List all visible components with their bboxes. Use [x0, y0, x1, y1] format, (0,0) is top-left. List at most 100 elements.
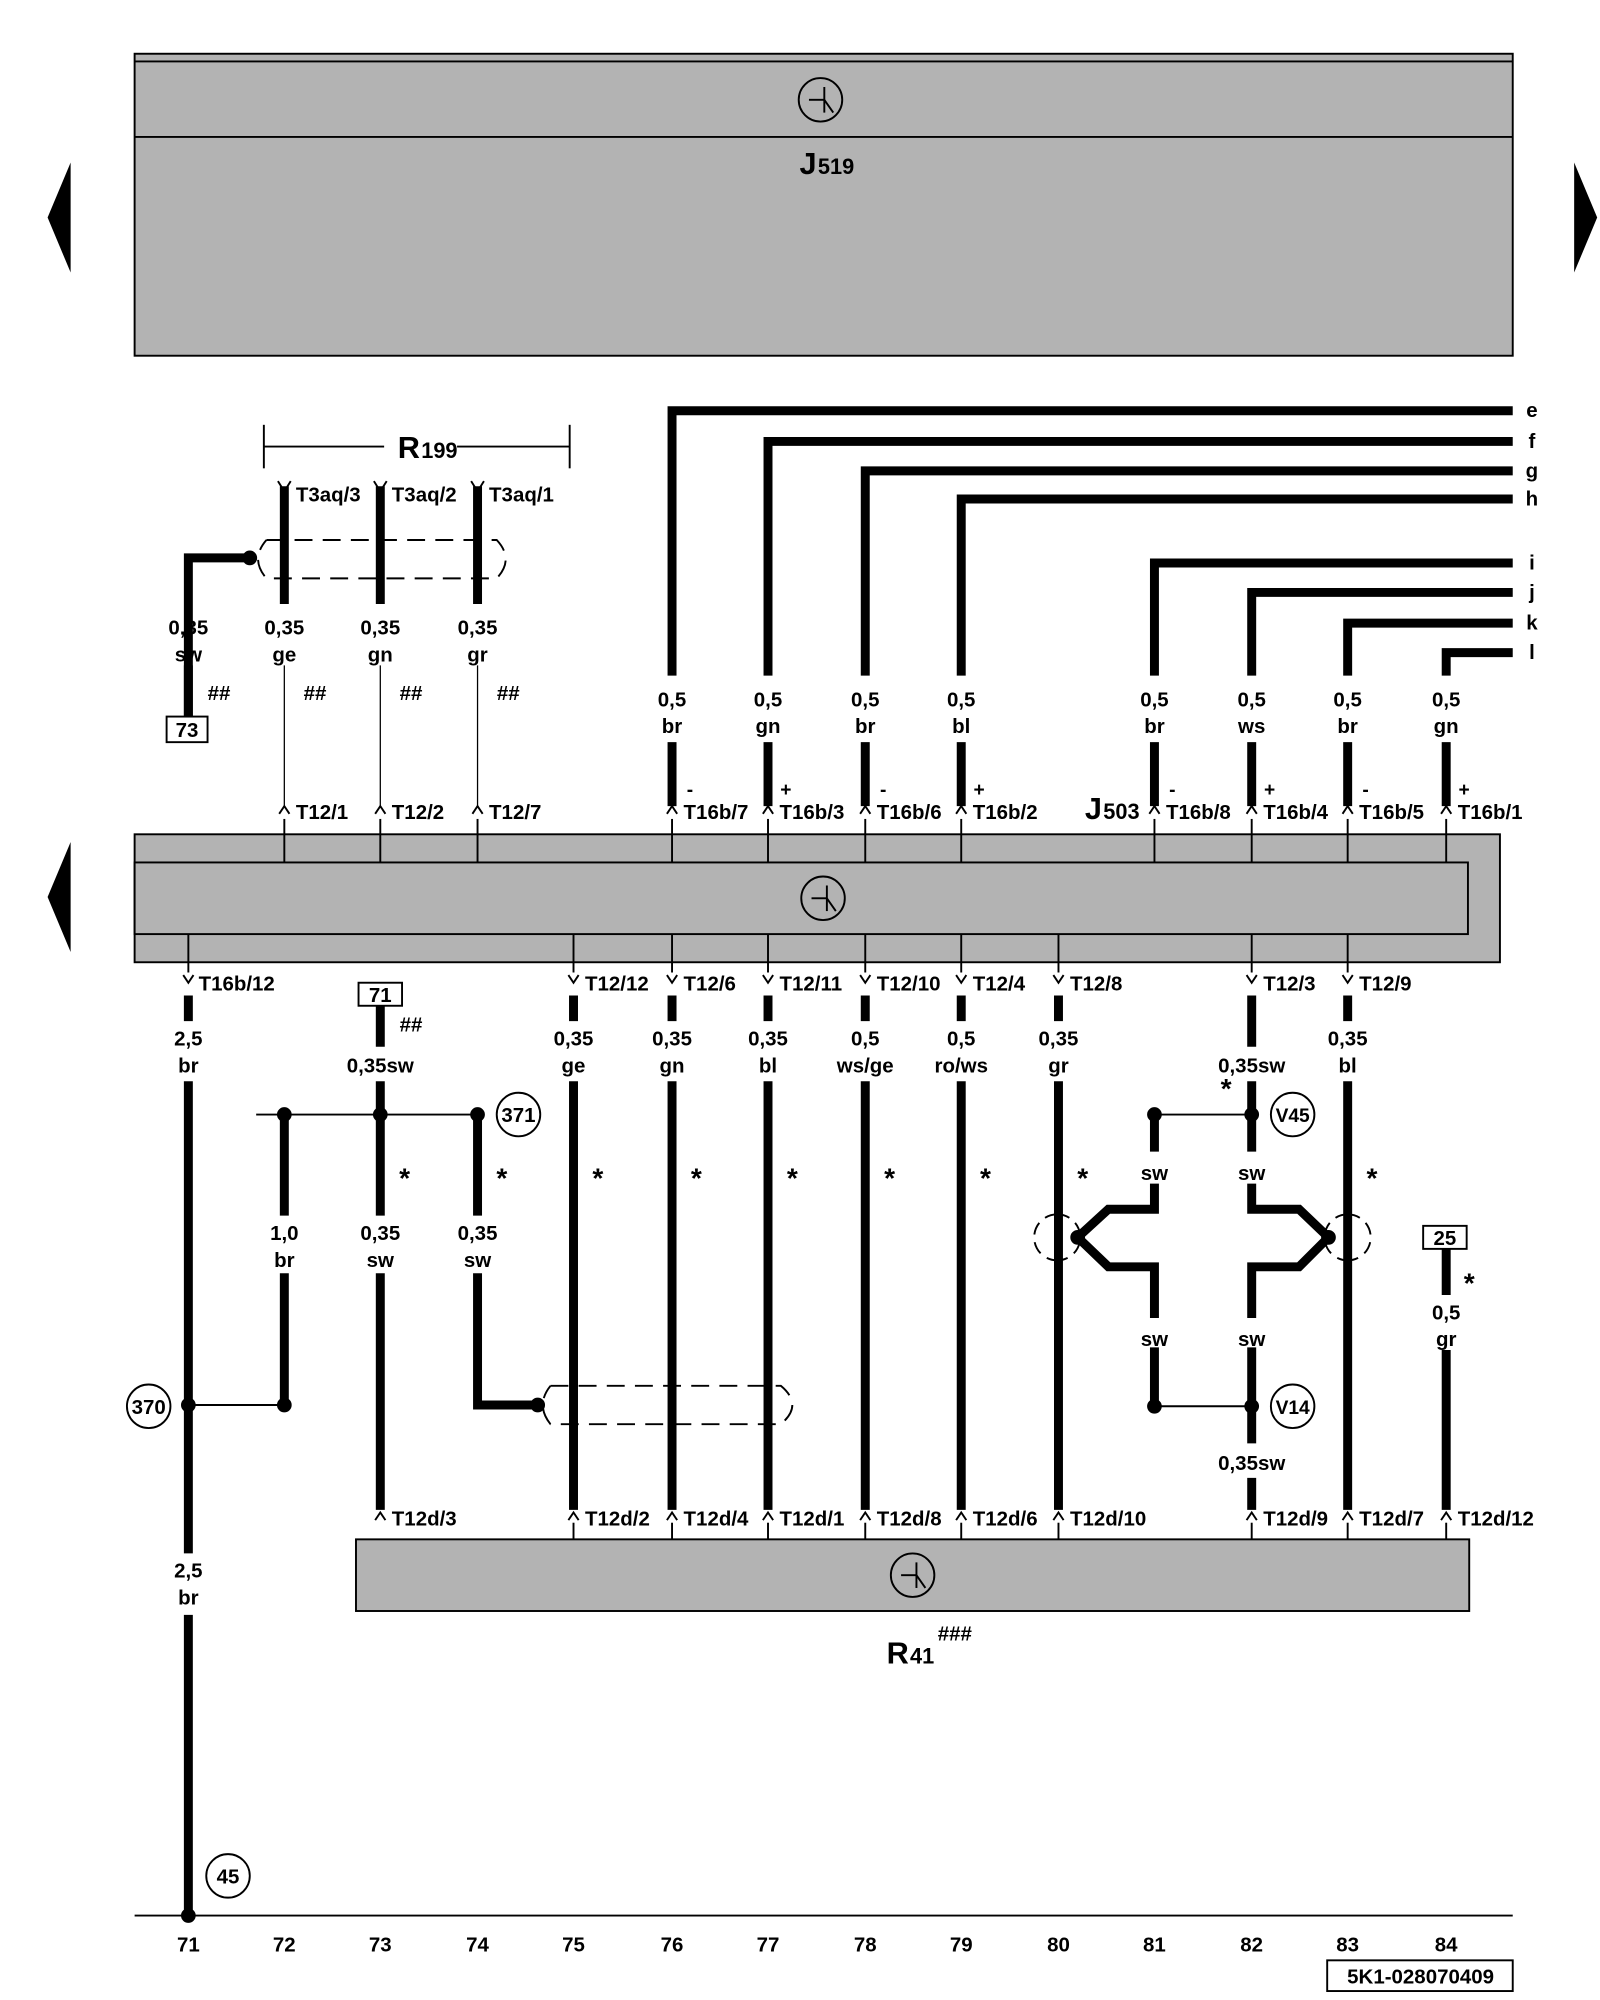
column-number: 81	[1143, 1933, 1166, 1956]
note-mark: ##	[497, 682, 520, 705]
column-number: 79	[950, 1933, 973, 1956]
wire-color: gn	[368, 644, 393, 667]
wire-color: sw	[1238, 1162, 1265, 1185]
wire-color: bl	[1339, 1054, 1357, 1077]
wire	[1441, 648, 1513, 676]
column-number: 83	[1336, 1933, 1359, 1956]
pin-connector	[1052, 1510, 1065, 1521]
wire-size: 0,35	[748, 1027, 788, 1050]
wire-size: 0,5	[851, 1027, 879, 1050]
wire-color: br	[1337, 715, 1358, 738]
note-mark: ##	[400, 1013, 423, 1036]
polarity-mark: +	[780, 780, 791, 801]
control-unit-icon	[826, 897, 837, 912]
column-number: 76	[661, 1933, 684, 1956]
wire-color: sw	[175, 644, 202, 667]
pin-label: T12/6	[684, 972, 736, 995]
wire	[763, 436, 1513, 676]
wire-size: 0,5	[947, 688, 975, 711]
pin-connector	[567, 974, 580, 985]
star-mark: *	[691, 1162, 702, 1193]
note-mark: ##	[304, 682, 327, 705]
wire-shield-ground	[183, 553, 250, 717]
pin-connector	[374, 1510, 387, 1521]
pin-label: T12/1	[296, 801, 348, 824]
r41-subscript: 41	[910, 1643, 934, 1668]
wire-color: ws	[1237, 715, 1265, 738]
continuation-letter: e	[1526, 399, 1537, 422]
star-mark: *	[496, 1162, 507, 1193]
pin-label: T12d/12	[1458, 1507, 1534, 1530]
wire-size: 2,5	[174, 1560, 202, 1583]
pin-label: T12/10	[877, 972, 941, 995]
wire-size: 0,5	[851, 688, 879, 711]
column-number: 73	[369, 1933, 392, 1956]
continuation-letter: i	[1529, 551, 1535, 574]
continuation-letter: h	[1526, 487, 1539, 510]
ref-box-73	[165, 715, 209, 744]
wire-size: 0,35	[652, 1027, 692, 1050]
pin-label: T12/3	[1263, 972, 1315, 995]
pin-label: T16b/7	[684, 801, 749, 824]
pin-connector	[182, 974, 195, 985]
pin-connector	[859, 974, 872, 985]
star-mark: *	[399, 1162, 410, 1193]
wire-size: 0,5	[1237, 688, 1265, 711]
doc-id: 5K1-028070409	[1347, 1965, 1494, 1988]
column-number: 82	[1240, 1933, 1263, 1956]
column-number: 71	[177, 1933, 200, 1956]
wire-size-color: 0,35sw	[1218, 1054, 1285, 1077]
junction-dot	[1070, 1230, 1086, 1245]
wire	[860, 466, 1513, 676]
pin-label: T12d/9	[1263, 1507, 1328, 1530]
wire	[667, 406, 1513, 676]
wire-size: 0,5	[1432, 688, 1460, 711]
pin-connector	[666, 804, 678, 815]
pin-label: T16b/4	[1263, 801, 1328, 824]
pin-connector	[762, 1510, 774, 1521]
wire	[1343, 618, 1513, 676]
wire-color: ws/ge	[836, 1054, 894, 1077]
polarity-mark: -	[880, 780, 886, 801]
wire	[1149, 558, 1513, 676]
wire-size-color: 0,35sw	[347, 1054, 414, 1077]
pin-label: T12d/10	[1070, 1507, 1146, 1530]
column-number: 72	[273, 1933, 296, 1956]
wire-color: br	[274, 1249, 295, 1272]
wire-size: 0,35	[1328, 1027, 1368, 1050]
pin-label: T12/11	[780, 972, 843, 995]
star-mark: *	[884, 1162, 895, 1193]
node-label: 45	[217, 1866, 240, 1889]
wire	[1247, 1183, 1335, 1318]
wire-size: 0,35	[458, 617, 498, 640]
wire-color: br	[1144, 715, 1165, 738]
pin-connector	[955, 804, 968, 815]
pin-connector	[1245, 804, 1258, 815]
node-370	[125, 1383, 172, 1429]
wire-color: sw	[1141, 1328, 1168, 1351]
wire-size: 0,5	[1140, 688, 1168, 711]
wire-color: gn	[1434, 715, 1459, 738]
wire-size: 0,35	[360, 617, 400, 640]
note-mark: ###	[938, 1622, 973, 1645]
pin-label: T16b/3	[780, 801, 845, 824]
pin-connector	[1341, 1510, 1354, 1521]
junction-dot	[530, 1397, 546, 1413]
polarity-mark: +	[1458, 780, 1469, 801]
star-mark: *	[592, 1162, 603, 1193]
wire-size: 0,5	[658, 688, 686, 711]
star-mark: *	[1367, 1162, 1378, 1193]
star-mark: *	[787, 1162, 798, 1193]
wire-size: 0,5	[947, 1027, 975, 1050]
page-back-arrow[interactable]	[47, 841, 71, 953]
control-unit-icon	[800, 875, 846, 921]
wire-color: gn	[756, 715, 781, 738]
node-V14	[1269, 1383, 1316, 1429]
star-mark: *	[1077, 1162, 1088, 1193]
page-back-arrow[interactable]	[47, 162, 71, 273]
node-label: 370	[132, 1396, 166, 1419]
ref-number: 71	[369, 984, 392, 1007]
shield	[1323, 1213, 1372, 1262]
page-forward-arrow[interactable]	[1574, 162, 1598, 273]
